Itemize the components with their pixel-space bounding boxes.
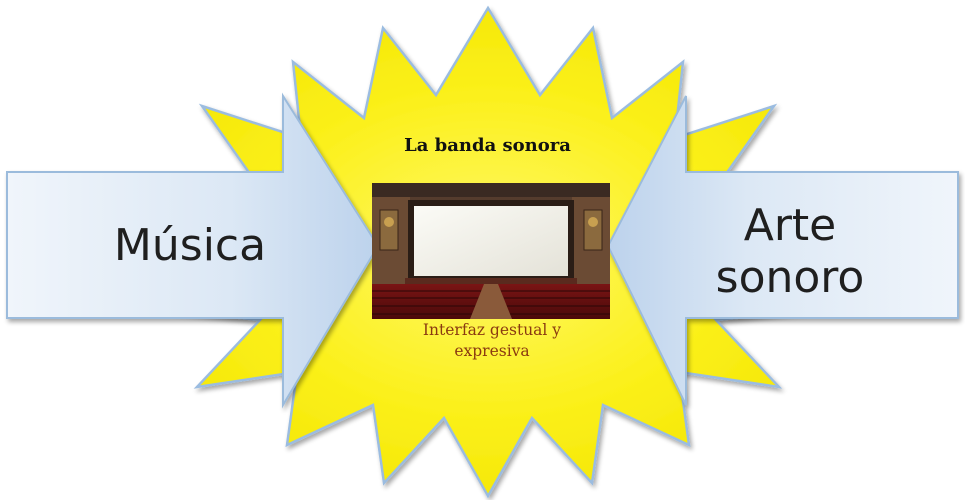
- left-arrow-shape: [6, 92, 380, 409]
- cinema-screen: [414, 206, 568, 276]
- center-title: La banda sonora: [404, 135, 571, 156]
- right-arrow-label-line2: sonoro: [715, 252, 865, 303]
- left-arrow-label: Música: [113, 220, 267, 271]
- right-arrow-label-line1: Arte: [743, 200, 837, 251]
- center-caption-line2: expresiva: [454, 342, 530, 360]
- cinema-photo: [372, 183, 610, 319]
- center-caption-line1: Interfaz gestual y: [422, 321, 562, 339]
- right-arrow-label: Arte sonoro: [640, 200, 940, 304]
- right-arrow-shape: [606, 95, 959, 406]
- center-caption: Interfaz gestual y expresiva: [372, 320, 612, 362]
